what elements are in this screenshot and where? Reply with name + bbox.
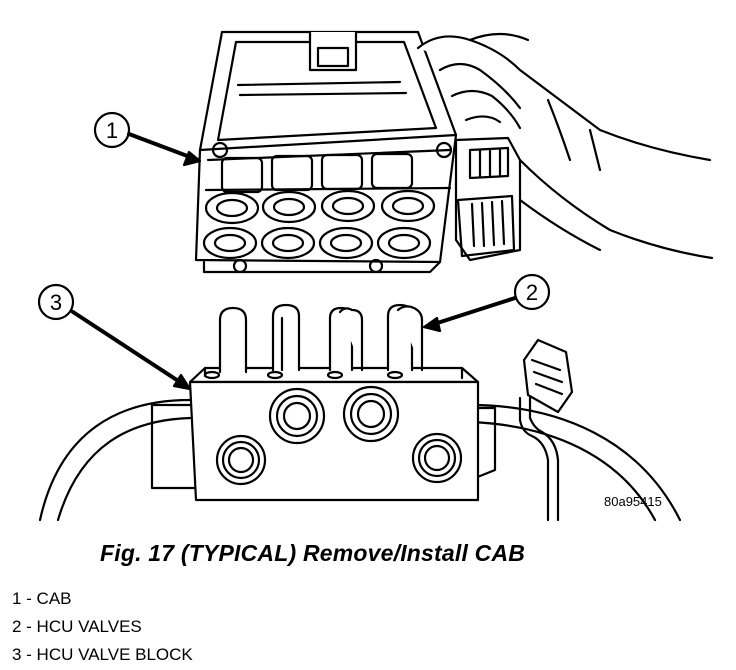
hcu-valve-block <box>188 366 480 502</box>
port-left <box>215 434 267 486</box>
coil-row-upper <box>204 189 436 225</box>
legend-list: 1 - CAB 2 - HCU VALVES 3 - HCU VALVE BLO… <box>12 585 193 669</box>
port-center-right <box>342 385 400 443</box>
callout-1: 1 <box>93 111 202 167</box>
cab-connector <box>454 136 522 262</box>
wiring-connector <box>518 338 574 522</box>
figure-caption: Fig. 17 (TYPICAL) Remove/Install CAB <box>100 540 526 566</box>
coil-row-lower <box>202 226 432 260</box>
hand <box>416 32 714 260</box>
svg-text:3: 3 <box>50 290 62 315</box>
legend-item: 2 - HCU VALVES <box>12 617 142 636</box>
svg-text:1: 1 <box>106 118 118 143</box>
svg-text:2: 2 <box>526 280 538 305</box>
drawing-id: 80a95415 <box>604 494 662 509</box>
port-right <box>411 432 463 484</box>
port-center-left <box>268 387 326 445</box>
callout-3: 3 <box>37 283 192 391</box>
cab-module <box>194 30 522 274</box>
callout-2: 2 <box>422 273 551 333</box>
cab-removal-illustration: 1 2 3 <box>37 30 714 522</box>
legend-item: 1 - CAB <box>12 589 72 608</box>
hcu-valves <box>218 303 424 374</box>
legend-item: 3 - HCU VALVE BLOCK <box>12 645 193 664</box>
